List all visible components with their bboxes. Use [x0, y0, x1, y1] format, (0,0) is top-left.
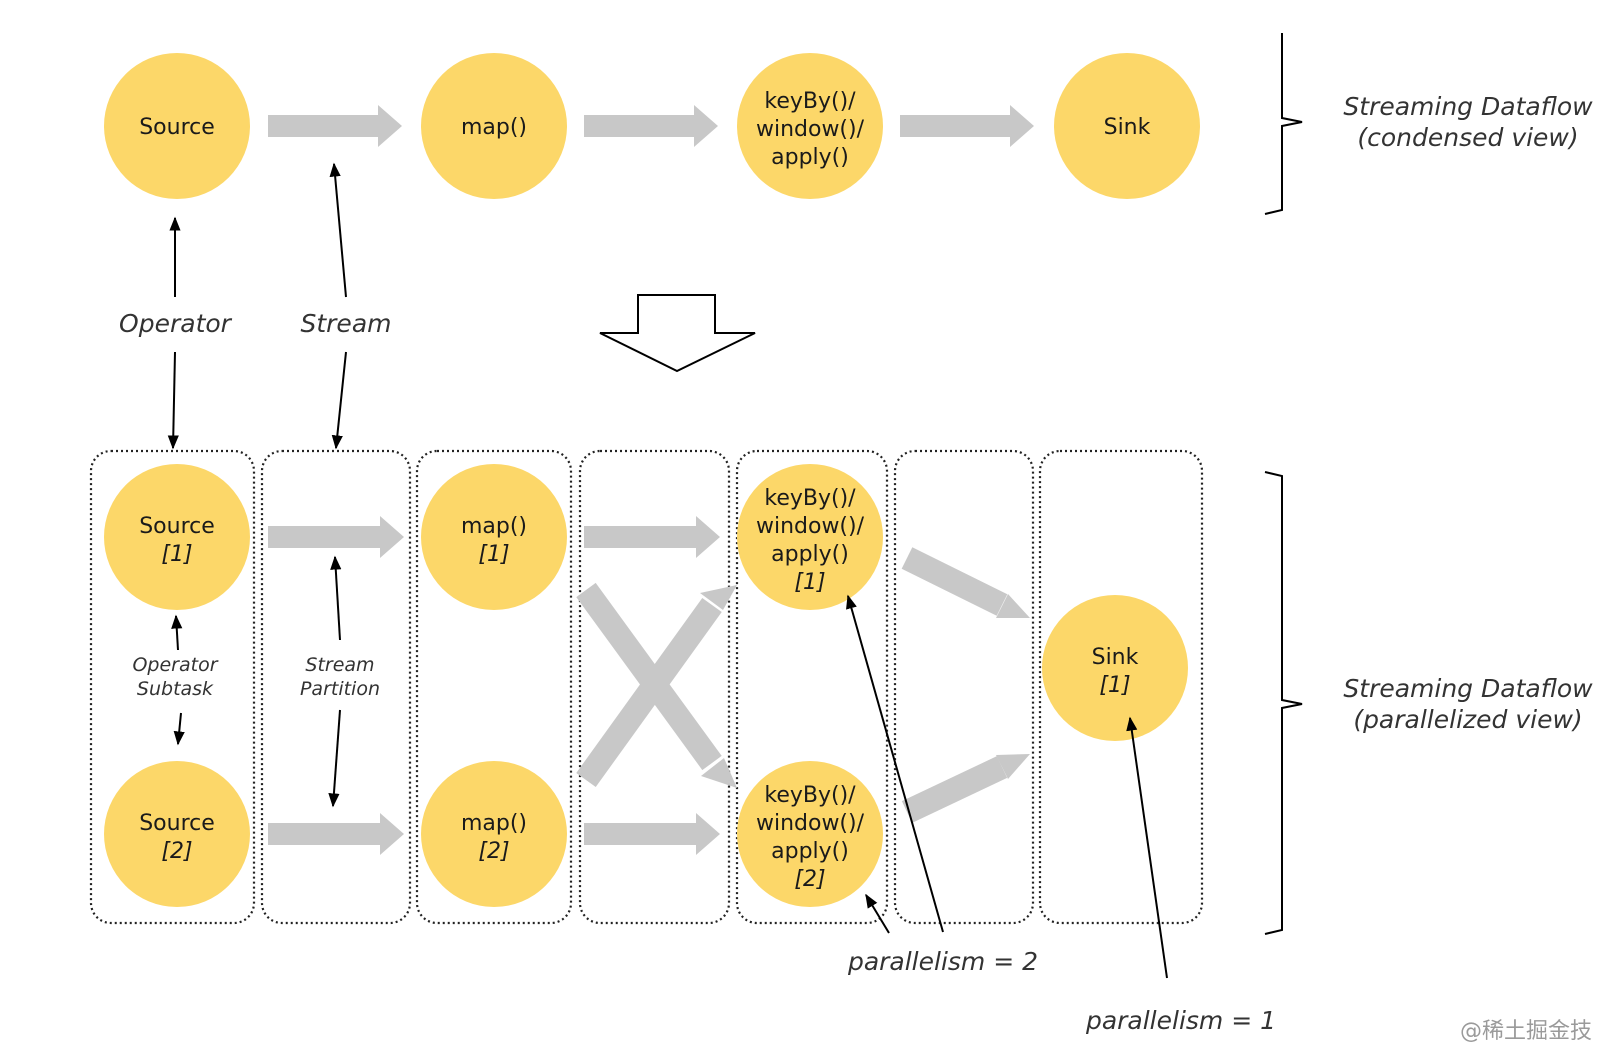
stream-pointer-up [329, 162, 347, 298]
svg-text:[1]: [1] [161, 542, 192, 567]
svg-text:[1]: [1] [1099, 673, 1130, 698]
svg-text:apply(): apply() [771, 839, 849, 864]
svg-text:Source: Source [139, 514, 215, 539]
arrow-window-sink [900, 105, 1034, 147]
svg-text:keyBy()/: keyBy()/ [764, 486, 856, 511]
condensed-view-title: Streaming Dataflow [1343, 92, 1593, 121]
shuffle-arrows [576, 547, 1008, 823]
svg-text:keyBy()/: keyBy()/ [764, 89, 856, 114]
condensed-source-node: Source [104, 53, 250, 199]
svg-text:window()/: window()/ [756, 514, 865, 539]
svg-text:window()/: window()/ [756, 117, 865, 142]
column-stream-3 [893, 449, 1035, 925]
svg-text:Source: Source [139, 811, 215, 836]
map-2-node: map() [2] [421, 761, 567, 907]
column-stream-2 [578, 449, 731, 925]
arrow-window1-sink-head [996, 594, 1030, 618]
partition-columns [89, 449, 1204, 925]
stream-label: Stream [300, 309, 391, 338]
svg-text:map(): map() [461, 811, 527, 836]
operator-subtask-label-2: Subtask [137, 678, 214, 700]
parallelized-view-title: Streaming Dataflow [1343, 674, 1593, 703]
parallel-stream-arrows [268, 516, 720, 855]
column-map [415, 449, 573, 925]
arrow-map1-window1 [584, 516, 720, 558]
parallelism1-pointer [1126, 716, 1168, 979]
map-1-node: map() [1] [421, 464, 567, 610]
arrow-map2-window2 [584, 813, 720, 855]
parallelism2-pointer-b [846, 594, 944, 933]
source-1-node: Source [1] [104, 464, 250, 610]
parallelism-1-label: parallelism = 1 [1085, 1006, 1276, 1035]
condensed-window-node: keyBy()/ window()/ apply() [737, 53, 883, 199]
watermark: @稀土掘金技 [1460, 1019, 1592, 1044]
operator-pointer-down [167, 351, 179, 450]
source-2-node: Source [2] [104, 761, 250, 907]
arrow-map1-window2-head [701, 758, 737, 788]
svg-text:window()/: window()/ [756, 811, 865, 836]
condensed-map-node: map() [421, 53, 567, 199]
column-sink [1038, 449, 1204, 925]
svg-text:Sink: Sink [1092, 645, 1139, 670]
window-2-node: keyBy()/ window()/ apply() [2] [737, 761, 883, 907]
subtask-pointer-down [173, 712, 185, 746]
svg-text:[2]: [2] [161, 839, 192, 864]
parallelism-2-label: parallelism = 2 [847, 947, 1038, 976]
condensed-stream-arrows [268, 105, 1034, 147]
svg-text:[2]: [2] [478, 839, 509, 864]
sink-1-node: Sink [1] [1042, 595, 1188, 741]
column-source [89, 449, 256, 925]
partition-pointer-up [330, 555, 342, 641]
window-1-node: keyBy()/ window()/ apply() [1] [737, 464, 883, 610]
stream-pointer-down [331, 351, 347, 450]
arrow-source2-map2 [268, 813, 404, 855]
svg-text:keyBy()/: keyBy()/ [764, 783, 856, 808]
condensed-sink-node: Sink [1054, 53, 1200, 199]
svg-text:Sink: Sink [1104, 115, 1151, 140]
condensed-view-subtitle: (condensed view) [1357, 123, 1578, 152]
condensed-brace [1264, 33, 1303, 215]
arrow-window2-sink-head [996, 754, 1030, 779]
svg-text:apply(): apply() [771, 542, 849, 567]
arrow-map2-window1-head [700, 585, 737, 610]
column-stream-1 [260, 449, 412, 925]
svg-text:[1]: [1] [478, 542, 509, 567]
operator-label: Operator [119, 309, 233, 338]
partition-pointer-down [328, 709, 341, 808]
svg-text:[2]: [2] [794, 867, 825, 892]
column-window [735, 449, 889, 925]
arrow-source-map [268, 105, 402, 147]
arrow-map2-window1-shaft [576, 597, 722, 788]
subtask-pointer-up [171, 614, 183, 651]
parallelized-view-subtitle: (parallelized view) [1353, 705, 1582, 734]
svg-text:Source: Source [139, 115, 215, 140]
arrow-window1-sink-shaft [901, 547, 1008, 616]
svg-text:[1]: [1] [794, 570, 825, 595]
operator-subtask-label-1: Operator [132, 654, 218, 676]
arrow-source1-map1 [268, 516, 404, 558]
parallelized-brace [1264, 471, 1303, 935]
svg-text:map(): map() [461, 514, 527, 539]
stream-partition-label-1: Stream [305, 654, 374, 676]
stream-partition-label-2: Partition [300, 678, 380, 700]
arrow-map-window [584, 105, 718, 147]
transform-down-arrow [599, 294, 756, 373]
arrow-window2-sink-shaft [901, 756, 1008, 823]
svg-text:map(): map() [461, 115, 527, 140]
parallelism2-pointer-a [865, 893, 890, 934]
svg-text:apply(): apply() [771, 145, 849, 170]
